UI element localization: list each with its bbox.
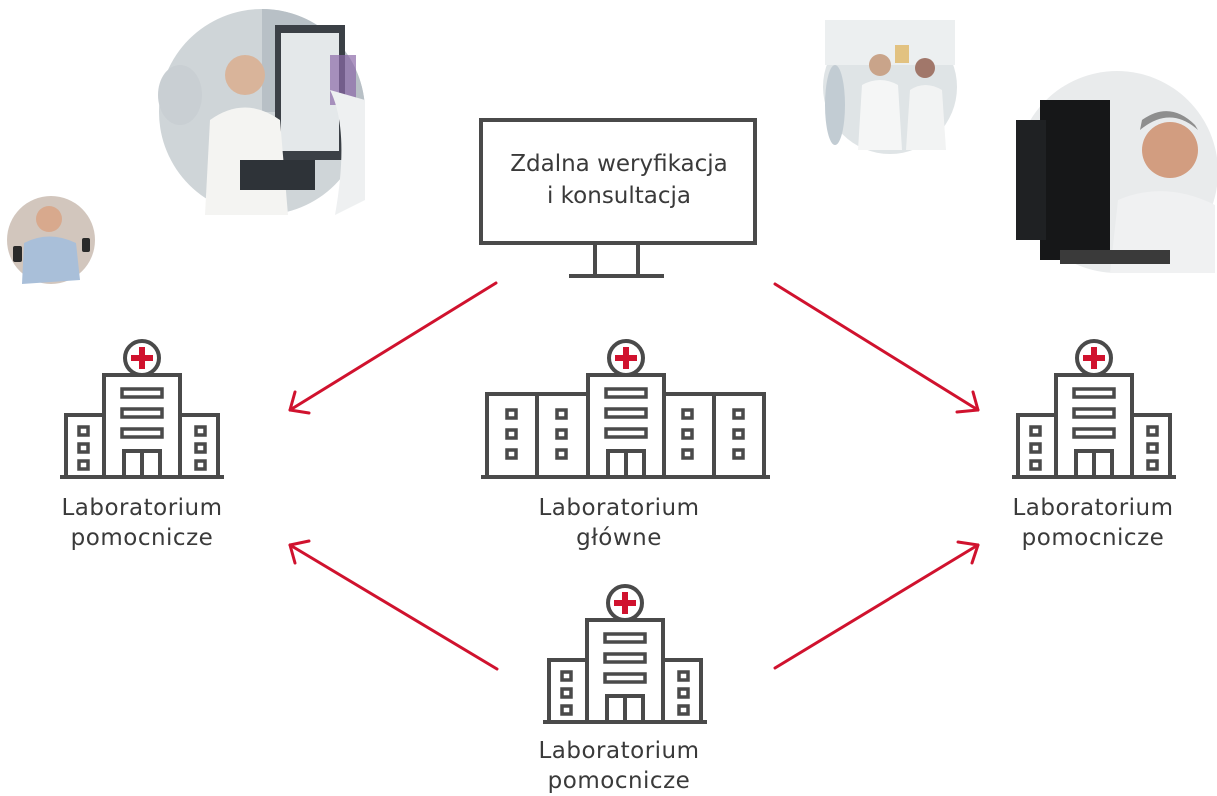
lab-right-label: Laboratorium pomocnicze [993, 493, 1193, 553]
arrow-to-left-lab [288, 281, 498, 415]
lab-left-label-line1: Laboratorium [61, 495, 223, 521]
photo-computer-user [1016, 71, 1217, 273]
monitor-caption: Zdalna weryfikacja i konsultacja [482, 148, 756, 212]
lab-main-label-line1: Laboratorium [538, 495, 700, 521]
lab-bottom-label: Laboratorium pomocnicze [519, 736, 719, 796]
arrow-to-right-lab [773, 282, 980, 414]
lab-bottom-label-line1: Laboratorium [538, 738, 700, 764]
lab-right-label-line2: pomocnicze [1021, 525, 1165, 551]
hospital-main-icon [481, 339, 770, 479]
hospital-bottom-icon [541, 584, 709, 724]
monitor-caption-line1: Zdalna weryfikacja [510, 151, 728, 177]
photo-mobile-user [7, 196, 95, 284]
monitor-caption-line2: i konsultacja [546, 183, 692, 209]
arrow-bottom-to-left-lab [288, 539, 499, 671]
lab-main-label-line2: główne [576, 525, 662, 551]
photo-presentation [158, 9, 365, 215]
lab-main-label: Laboratorium główne [519, 493, 719, 553]
hospital-right-icon [1010, 339, 1178, 479]
arrows [288, 281, 980, 671]
arrow-bottom-to-right-lab [773, 540, 980, 670]
photo-lab-team [823, 20, 957, 154]
lab-bottom-label-line2: pomocnicze [547, 768, 691, 794]
lab-right-label-line1: Laboratorium [1012, 495, 1174, 521]
lab-left-label: Laboratorium pomocnicze [42, 493, 242, 553]
lab-left-label-line2: pomocnicze [70, 525, 214, 551]
monitor-icon [479, 118, 757, 278]
hospital-left-icon [58, 339, 226, 479]
